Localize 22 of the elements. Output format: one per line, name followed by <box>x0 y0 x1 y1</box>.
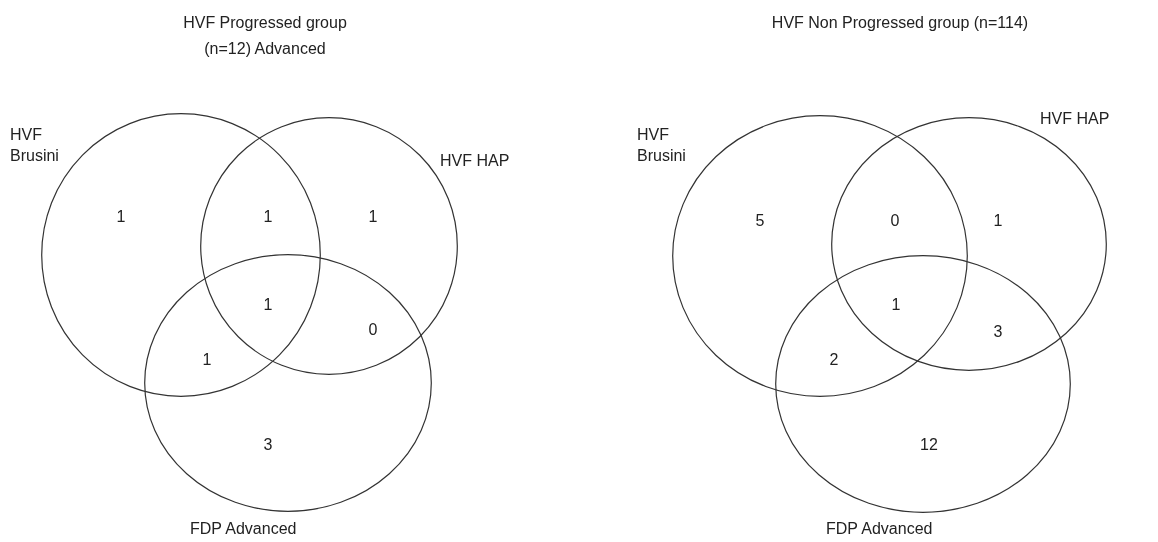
count-value: 1 <box>992 211 1004 231</box>
count-value: 1 <box>367 207 379 227</box>
count-value: 1 <box>262 207 274 227</box>
count-value: 2 <box>828 350 840 370</box>
set-label: HVF Brusini <box>637 125 687 166</box>
count-value: 5 <box>754 211 766 231</box>
chart-title: HVF Progressed group (n=12) Advanced <box>182 13 348 59</box>
set-label: HVF Brusini <box>10 125 60 166</box>
set-label: HVF HAP <box>1040 109 1110 129</box>
count-value: 1 <box>115 207 127 227</box>
count-value: 0 <box>889 211 901 231</box>
chart-title: HVF Non Progressed group (n=114) <box>770 13 1030 33</box>
count-value: 12 <box>919 435 939 455</box>
count-value: 0 <box>367 320 379 340</box>
count-value: 1 <box>201 350 213 370</box>
count-value: 1 <box>262 295 274 315</box>
count-value: 1 <box>890 295 902 315</box>
set-label: FDP Advanced <box>826 519 933 539</box>
set-label: FDP Advanced <box>190 519 297 539</box>
count-value: 3 <box>992 322 1004 342</box>
set-label: HVF HAP <box>440 151 510 171</box>
count-value: 3 <box>262 435 274 455</box>
